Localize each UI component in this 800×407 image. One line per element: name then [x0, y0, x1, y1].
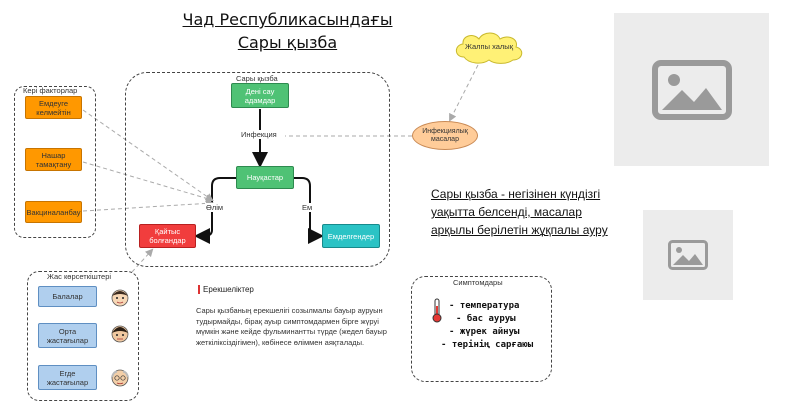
image-icon	[668, 240, 708, 270]
negative-factors-label: Кері факторлар	[23, 86, 78, 95]
symptoms-group	[411, 276, 552, 382]
features-title: Ерекшеліктер	[198, 285, 254, 294]
node-patients[interactable]: Науқастар	[236, 166, 294, 189]
factor-unvaccinated[interactable]: Вакциналанбау	[25, 201, 82, 223]
symptom-headache: - бас ауруы	[456, 314, 516, 324]
description-text: Сары қызба - негізінен күндізгі уақытта …	[431, 187, 608, 237]
image-placeholder-large	[614, 13, 769, 166]
factor-malnutrition[interactable]: Нашар тамақтану	[25, 148, 82, 171]
child-face-icon	[111, 289, 129, 307]
thermometer-icon	[432, 298, 442, 323]
node-dead[interactable]: Қайтыс болғандар	[139, 224, 196, 248]
symptom-fever: - температура	[449, 301, 520, 311]
features-text: Сары қызбаның ерекшелігі созылмалы бауыр…	[196, 306, 387, 347]
main-group-label: Сары қызба	[236, 74, 278, 83]
edge-factor-3	[82, 199, 214, 212]
edge-label-infection: Инфекция	[240, 130, 278, 139]
symptom-jaundice: - терінің сарғаюы	[441, 340, 534, 350]
edge-label-death: Өлім	[205, 203, 225, 212]
edge-factor-1	[82, 109, 214, 202]
edge-factor-2	[82, 161, 214, 203]
edge-label-treatment: Ем	[301, 203, 314, 212]
factor-untreatable[interactable]: Емдеуге келмейтін	[25, 96, 82, 119]
adult-face-icon	[111, 325, 129, 343]
main-group	[125, 72, 390, 267]
node-recovered[interactable]: Емделгендер	[322, 224, 380, 248]
age-elderly[interactable]: Егде жастағылар	[38, 365, 97, 390]
page-title: Чад Республикасындағы Сары қызба	[182, 10, 393, 52]
age-group-label: Жас көрсеткіштері	[47, 272, 112, 281]
age-children[interactable]: Балалар	[38, 286, 97, 307]
cloud-shape	[455, 32, 523, 64]
negative-factors-group	[14, 86, 96, 238]
symptoms-group-label: Симптомдары	[453, 278, 503, 287]
node-healthy[interactable]: Дені сау адамдар	[231, 83, 289, 108]
symptom-nausea: - жүрек айнуы	[449, 327, 520, 337]
node-infected-mosquitoes[interactable]: Инфекциялық масалар	[412, 121, 478, 150]
image-icon	[651, 59, 732, 120]
node-general-public[interactable]: Жалпы халық	[465, 42, 513, 51]
elderly-face-icon	[111, 369, 129, 387]
age-middle[interactable]: Орта жастағылар	[38, 323, 97, 348]
edge-public-mosquitoes	[449, 64, 479, 122]
age-group	[27, 271, 139, 401]
image-placeholder-small	[643, 210, 733, 300]
